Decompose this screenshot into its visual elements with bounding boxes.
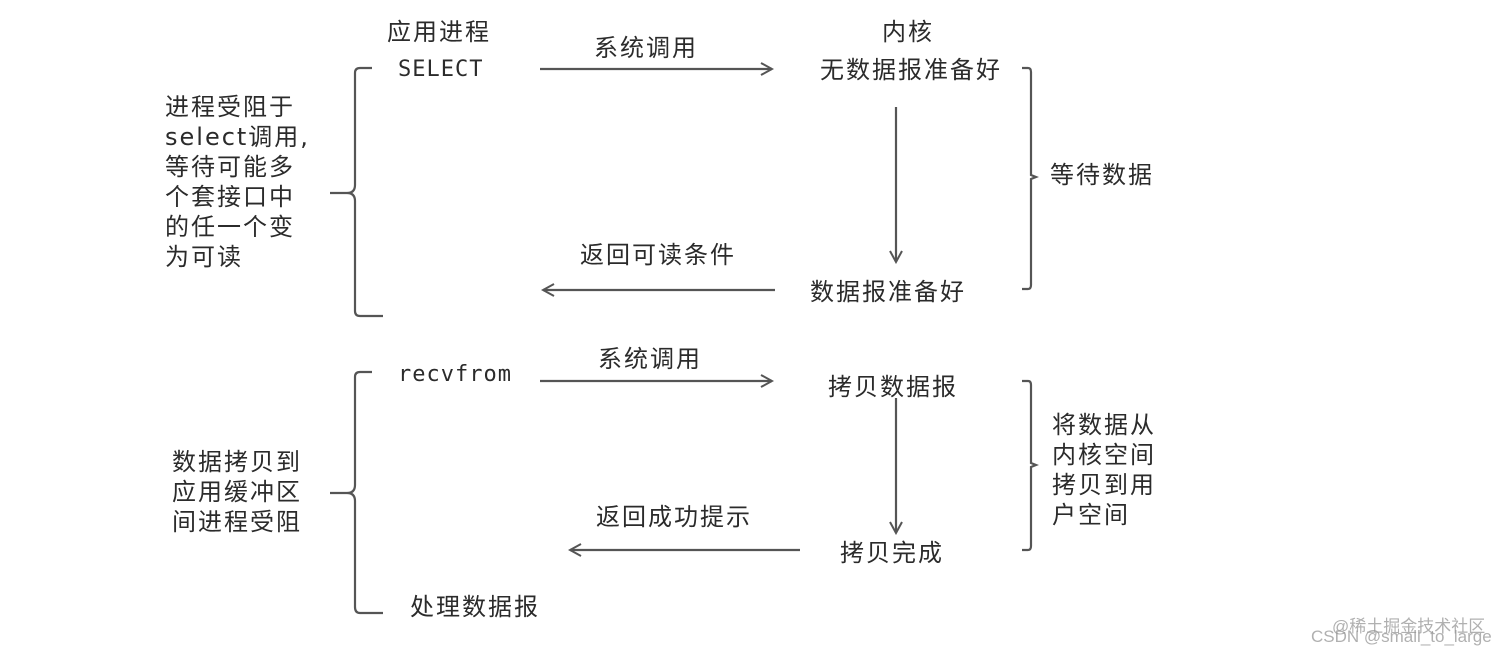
copy-datagram-label: 拷贝数据报	[828, 373, 958, 401]
wait-data-label: 等待数据	[1050, 161, 1154, 189]
app-process-label: 应用进程	[387, 18, 491, 46]
select-label: SELECT	[398, 57, 484, 82]
left-brace-bottom	[330, 370, 383, 615]
data-ready-label: 数据报准备好	[810, 278, 966, 306]
watermark-csdn: CSDN @small_to_large	[1311, 627, 1492, 646]
process-datagram-label: 处理数据报	[410, 593, 540, 621]
left-brace-top	[330, 66, 383, 318]
syscall-label-bottom: 系统调用	[598, 345, 702, 373]
copy-done-label: 拷贝完成	[840, 539, 944, 567]
copy-blocked-note: 数据拷贝到 应用缓冲区 间进程受阻	[172, 448, 302, 536]
return-readable-label: 返回可读条件	[580, 241, 736, 269]
syscall-label-top: 系统调用	[594, 34, 698, 62]
process-blocked-select-note: 进程受阻于 select调用, 等待可能多 个套接口中 的任一个变 为可读	[165, 93, 310, 271]
watermark-juejin: @稀土掘金技术社区	[1332, 617, 1486, 636]
right-bracket-top	[1022, 66, 1039, 291]
kernel-label: 内核	[882, 18, 934, 46]
return-success-label: 返回成功提示	[596, 503, 752, 531]
copy-kernel-to-user-note: 将数据从 内核空间 拷贝到用 户空间	[1052, 411, 1156, 529]
no-data-ready-label: 无数据报准备好	[820, 56, 1002, 84]
recvfrom-label: recvfrom	[398, 362, 512, 387]
right-bracket-bottom	[1022, 379, 1039, 552]
